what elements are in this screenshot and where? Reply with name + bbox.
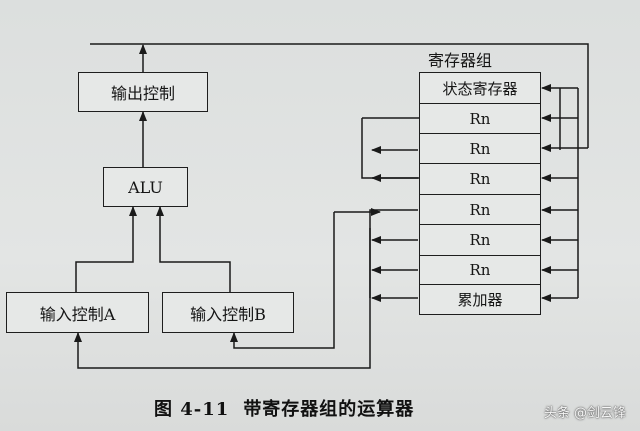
inputA-to-alu bbox=[75, 206, 137, 292]
alu-box: ALU bbox=[103, 167, 188, 207]
register-label: Rn bbox=[469, 109, 491, 128]
feedback-to-inputB bbox=[230, 212, 335, 349]
register-label: Rn bbox=[469, 200, 491, 219]
figure-number: 图 4-11 bbox=[154, 399, 230, 420]
accumulator-register: 累加器 bbox=[419, 285, 541, 315]
left-in-1 bbox=[361, 150, 419, 179]
register-label: Rn bbox=[469, 231, 491, 249]
alu-label: ALU bbox=[128, 177, 163, 197]
reg-tap-left-4 bbox=[369, 209, 418, 228]
output-control-box: 输出控制 bbox=[78, 72, 208, 112]
output-control-label: 输出控制 bbox=[110, 84, 175, 103]
register-label: 累加器 bbox=[457, 291, 503, 309]
register-rn: Rn bbox=[419, 134, 541, 164]
register-rn: Rn bbox=[419, 104, 541, 134]
register-rn: Rn bbox=[419, 195, 541, 225]
register-group-label: 寄存器组 bbox=[428, 51, 493, 70]
watermark: 头条 @剑云锋 bbox=[543, 406, 626, 421]
register-label: Rn bbox=[469, 139, 491, 158]
input-control-b-box: 输入控制B bbox=[162, 292, 294, 333]
register-rn: Rn bbox=[419, 225, 541, 256]
inputB-to-alu bbox=[156, 206, 231, 292]
input-control-b-label: 输入控制B bbox=[190, 304, 266, 324]
input-control-a-label: 输入控制A bbox=[39, 304, 116, 324]
top-bus bbox=[90, 43, 589, 148]
figure-title: 带寄存器组的运算器 bbox=[243, 399, 415, 420]
register-label: 状态寄存器 bbox=[442, 79, 518, 98]
figure-caption: 图 4-11 带寄存器组的运算器 bbox=[154, 395, 414, 421]
input-control-a-box: 输入控制A bbox=[6, 292, 149, 333]
register-label: Rn bbox=[469, 170, 491, 188]
register-rn: Rn bbox=[419, 256, 541, 285]
register-rn: Rn bbox=[419, 164, 541, 195]
status-register: 状态寄存器 bbox=[419, 72, 541, 104]
register-label: Rn bbox=[469, 261, 491, 279]
